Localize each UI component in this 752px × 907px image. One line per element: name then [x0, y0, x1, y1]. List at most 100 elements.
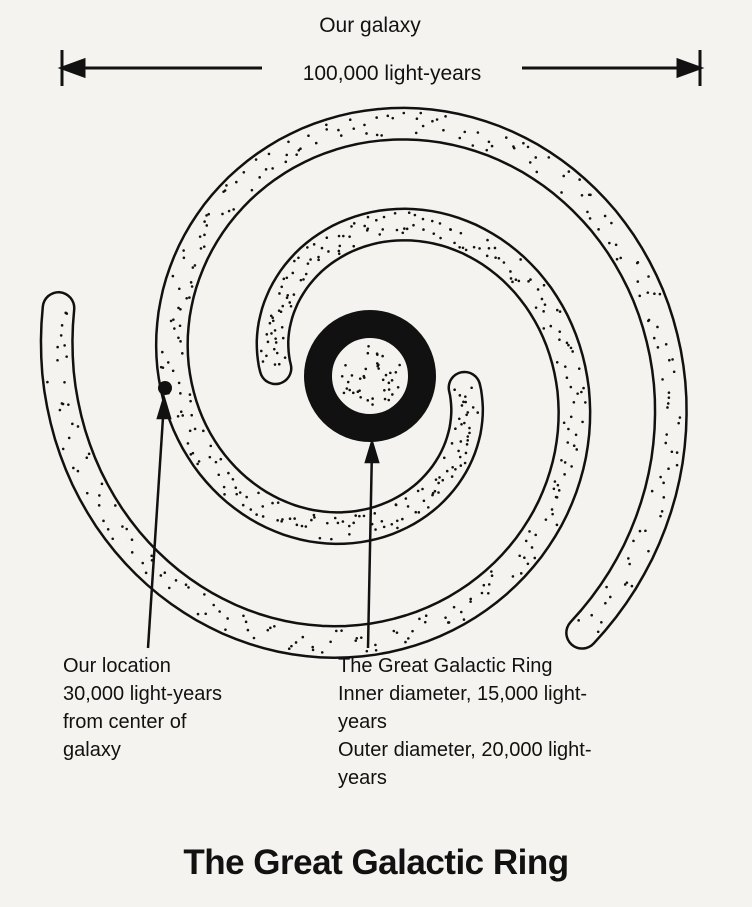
star-dot: [442, 128, 445, 132]
star-dot: [381, 378, 385, 382]
core-stipple: [340, 344, 401, 406]
star-dot: [275, 351, 279, 355]
star-dot: [67, 436, 71, 440]
star-dot: [457, 449, 460, 453]
star-dot: [191, 451, 195, 455]
star-dot: [675, 463, 679, 467]
star-dot: [401, 517, 404, 521]
star-dot: [366, 351, 370, 355]
star-dot: [306, 246, 309, 249]
star-dot: [358, 514, 361, 518]
star-dot: [589, 193, 592, 197]
star-dot: [558, 338, 561, 341]
star-dot: [450, 475, 454, 478]
star-dot: [660, 510, 664, 513]
star-dot: [255, 513, 258, 516]
star-dot: [395, 631, 399, 634]
star-dot: [366, 215, 370, 219]
star-dot: [557, 489, 561, 492]
star-dot: [337, 249, 341, 253]
star-dot: [205, 214, 208, 217]
star-dot: [56, 345, 59, 349]
star-dot: [320, 651, 324, 654]
star-dot: [188, 296, 191, 299]
star-dot: [354, 639, 358, 642]
star-dot: [600, 620, 603, 624]
star-dot: [552, 487, 556, 491]
star-dot: [344, 363, 347, 367]
star-dot: [421, 487, 424, 491]
star-dot: [254, 158, 258, 161]
star-dot: [366, 227, 370, 230]
star-dot: [486, 238, 489, 242]
star-dot: [469, 597, 472, 601]
star-dot: [273, 624, 276, 628]
star-dot: [242, 171, 246, 174]
star-dot: [493, 246, 497, 250]
star-dot: [351, 391, 355, 395]
star-dot: [224, 628, 227, 631]
star-dot: [419, 111, 423, 115]
star-dot: [292, 293, 296, 296]
star-dot: [203, 220, 206, 223]
star-dot: [464, 395, 467, 398]
star-dot: [458, 455, 462, 459]
star-dot: [567, 427, 570, 431]
scale-title: Our galaxy: [319, 14, 421, 37]
spiral-arm-1: [157, 109, 686, 648]
star-dot: [549, 324, 553, 328]
star-dot: [666, 402, 670, 405]
star-dot: [171, 274, 175, 278]
star-dot: [177, 306, 180, 310]
star-dot: [630, 584, 634, 588]
star-dot: [214, 460, 218, 464]
star-dot: [188, 429, 192, 433]
star-dot: [391, 393, 394, 396]
star-dot: [374, 643, 377, 647]
star-dot: [273, 363, 277, 366]
star-dot: [466, 411, 470, 414]
star-dot: [468, 426, 471, 430]
star-dot: [293, 259, 296, 263]
star-dot: [141, 561, 145, 565]
star-dot: [365, 132, 368, 135]
star-dot: [672, 370, 676, 374]
star-dot: [178, 324, 182, 328]
star-dot: [476, 131, 480, 134]
star-dot: [453, 388, 456, 392]
star-dot: [458, 394, 462, 397]
star-dot: [366, 399, 370, 402]
star-dot: [677, 421, 680, 425]
star-dot: [431, 119, 434, 123]
star-dot: [459, 440, 463, 443]
star-dot: [378, 233, 382, 236]
star-dot: [306, 262, 310, 265]
star-dot: [462, 618, 466, 621]
star-dot: [659, 514, 662, 518]
star-dot: [439, 236, 442, 240]
star-dot: [667, 391, 671, 394]
star-dot: [665, 433, 668, 436]
star-dot: [402, 111, 406, 115]
star-dot: [375, 116, 378, 119]
star-dot: [514, 278, 518, 282]
star-dot: [371, 397, 374, 400]
star-dot: [646, 291, 650, 294]
star-dot: [535, 170, 539, 174]
star-dot: [416, 489, 420, 493]
star-dot: [179, 392, 182, 395]
star-dot: [457, 417, 461, 421]
star-dot: [283, 356, 287, 359]
star-dot: [460, 404, 464, 407]
star-dot: [276, 501, 280, 504]
star-dot: [280, 325, 284, 329]
star-dot: [193, 427, 197, 431]
star-dot: [403, 227, 406, 230]
star-dot: [320, 246, 324, 250]
star-dot: [261, 515, 265, 518]
star-dot: [307, 134, 310, 138]
star-dot: [667, 396, 671, 399]
star-dot: [375, 352, 379, 355]
star-dot: [329, 640, 332, 644]
star-dot: [567, 343, 570, 347]
